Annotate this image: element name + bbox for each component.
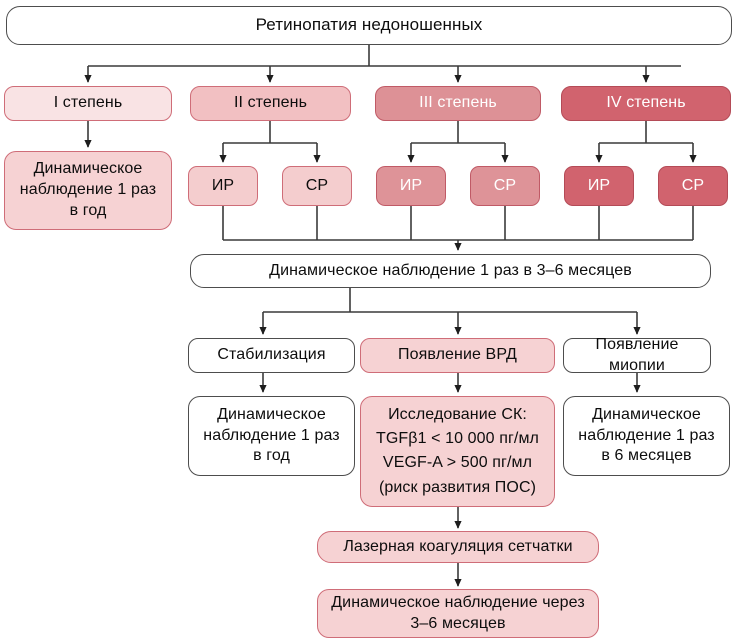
node-stage-2-label: II степень	[233, 94, 308, 112]
node-subtype-stage2-sr-label: СР	[305, 176, 329, 194]
node-stage-4-label: IV степень	[606, 94, 686, 112]
node-detail-myopia-line-2: наблюдение 1 раз	[578, 426, 715, 444]
node-stage-1-followup-line-3: в год	[69, 201, 107, 219]
node-subtype-stage2-ir: ИР	[188, 166, 258, 206]
node-stage-1-followup-line-1: Динамическое	[33, 160, 143, 178]
node-detail-vrd-line-4: (риск развития ПОС)	[378, 478, 537, 496]
node-subtype-stage4-ir-label: ИР	[587, 176, 611, 194]
node-stage-1: I степень	[4, 86, 172, 121]
node-detail-myopia-line-3: в 6 месяцев	[601, 447, 692, 465]
node-outcome-myopia-label: Появление миопии	[595, 335, 679, 374]
node-subtype-stage4-sr-label: СР	[681, 176, 705, 194]
node-outcome-stabilization-label: Стабилизация	[217, 346, 326, 364]
node-detail-stabilization-line-2: наблюдение 1 раз	[203, 426, 340, 444]
node-treatment-laser-coagulation: Лазерная коагуляция сетчатки	[317, 531, 599, 563]
node-detail-myopia-line-1: Динамическое	[592, 405, 701, 423]
node-subtype-stage2-sr: СР	[282, 166, 352, 206]
node-monitoring-label: Динамическое наблюдение 1 раз в 3–6 меся…	[269, 261, 632, 279]
node-detail-stabilization-line-3: в год	[253, 447, 290, 465]
node-outcome-vrd: Появление ВРД	[360, 338, 555, 373]
node-final-followup-line-1: Динамическое наблюдение через	[331, 593, 585, 611]
node-stage-2: II степень	[190, 86, 351, 121]
node-detail-vrd-line-3: VEGF-A > 500 пг/мл	[382, 454, 533, 472]
node-final-followup-line-2: 3–6 месяцев	[410, 614, 506, 632]
node-subtype-stage4-sr: СР	[658, 166, 728, 206]
node-monitoring: Динамическое наблюдение 1 раз в 3–6 меся…	[190, 254, 711, 288]
node-root-diagnosis-label: Ретинопатия недоношенных	[255, 15, 483, 35]
node-subtype-stage4-ir: ИР	[564, 166, 634, 206]
node-detail-stabilization-line-1: Динамическое	[217, 405, 326, 423]
node-stage-1-followup-line-2: наблюдение 1 раз	[19, 181, 157, 199]
node-detail-vrd-line-2: TGFβ1 < 10 000 пг/мл	[376, 429, 539, 447]
node-subtype-stage2-ir-label: ИР	[211, 176, 235, 194]
node-stage-1-followup: Динамическое наблюдение 1 раз в год	[4, 151, 172, 230]
node-subtype-stage3-sr: СР	[470, 166, 540, 206]
node-root-diagnosis: Ретинопатия недоношенных	[6, 6, 732, 45]
node-subtype-stage3-ir-label: ИР	[399, 176, 423, 194]
node-stage-4: IV степень	[561, 86, 731, 121]
node-subtype-stage3-sr-label: СР	[493, 176, 517, 194]
node-detail-vrd-line-1: Исследование СК:	[388, 405, 527, 423]
node-stage-1-label: I степень	[53, 94, 123, 112]
node-detail-myopia-followup: Динамическое наблюдение 1 раз в 6 месяце…	[563, 396, 730, 476]
node-final-followup: Динамическое наблюдение через 3–6 месяце…	[317, 589, 599, 638]
node-subtype-stage3-ir: ИР	[376, 166, 446, 206]
node-outcome-vrd-label: Появление ВРД	[398, 346, 517, 364]
node-stage-3: III степень	[375, 86, 541, 121]
node-stage-3-label: III степень	[419, 94, 497, 112]
node-detail-stabilization-followup: Динамическое наблюдение 1 раз в год	[188, 396, 355, 476]
node-outcome-stabilization: Стабилизация	[188, 338, 355, 373]
node-treatment-laser-coagulation-label: Лазерная коагуляция сетчатки	[343, 537, 573, 555]
node-detail-vrd-study: Исследование СК: TGFβ1 < 10 000 пг/мл VE…	[360, 396, 555, 507]
node-outcome-myopia: Появление миопии	[563, 336, 711, 374]
